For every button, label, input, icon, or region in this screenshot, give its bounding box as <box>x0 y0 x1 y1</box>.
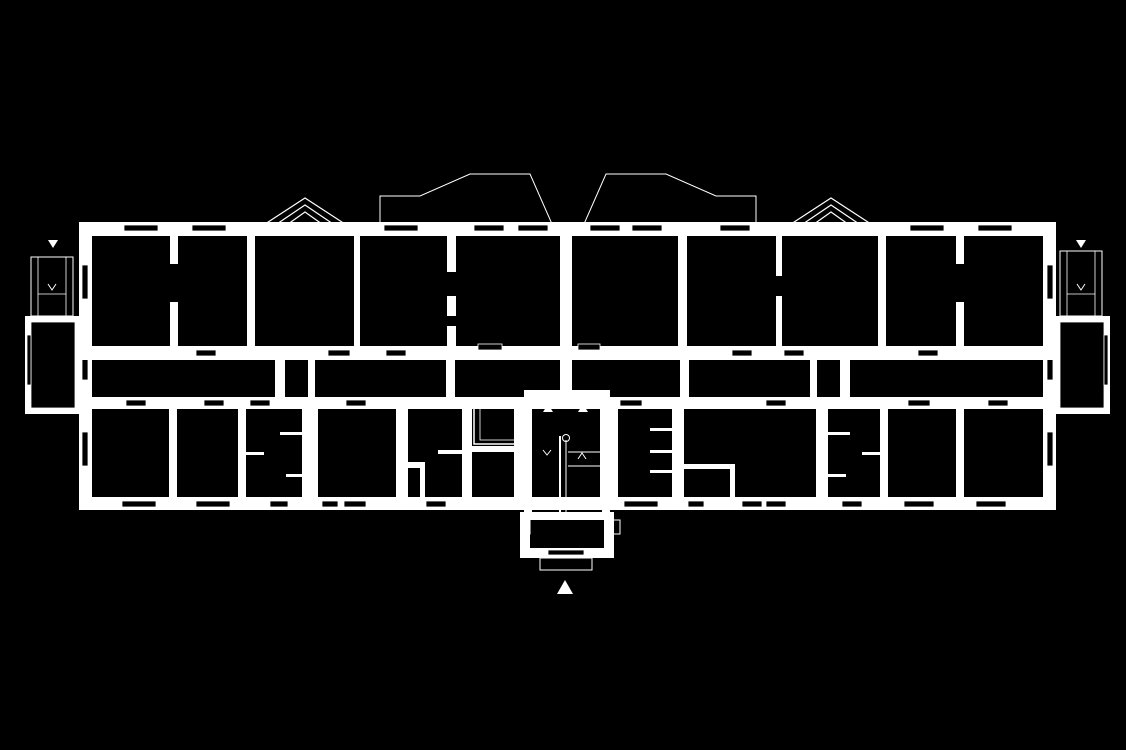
north-partitions <box>170 236 964 390</box>
triangle-down-icon <box>48 240 58 248</box>
triangle-up-icon <box>543 404 553 412</box>
corridor-partitions <box>275 360 850 397</box>
corridor-openings <box>125 343 1009 407</box>
triangle-up-icon <box>578 404 588 412</box>
roof-outline <box>379 173 757 225</box>
annex-left <box>25 256 79 414</box>
windows <box>81 224 1054 508</box>
annex-right <box>1056 250 1110 414</box>
stair-hall <box>520 390 621 571</box>
main-entrance-triangle-icon <box>557 580 573 594</box>
stair-arrow-icon <box>541 449 587 508</box>
triangle-down-icon <box>1076 240 1086 248</box>
south-partitions <box>169 405 964 507</box>
